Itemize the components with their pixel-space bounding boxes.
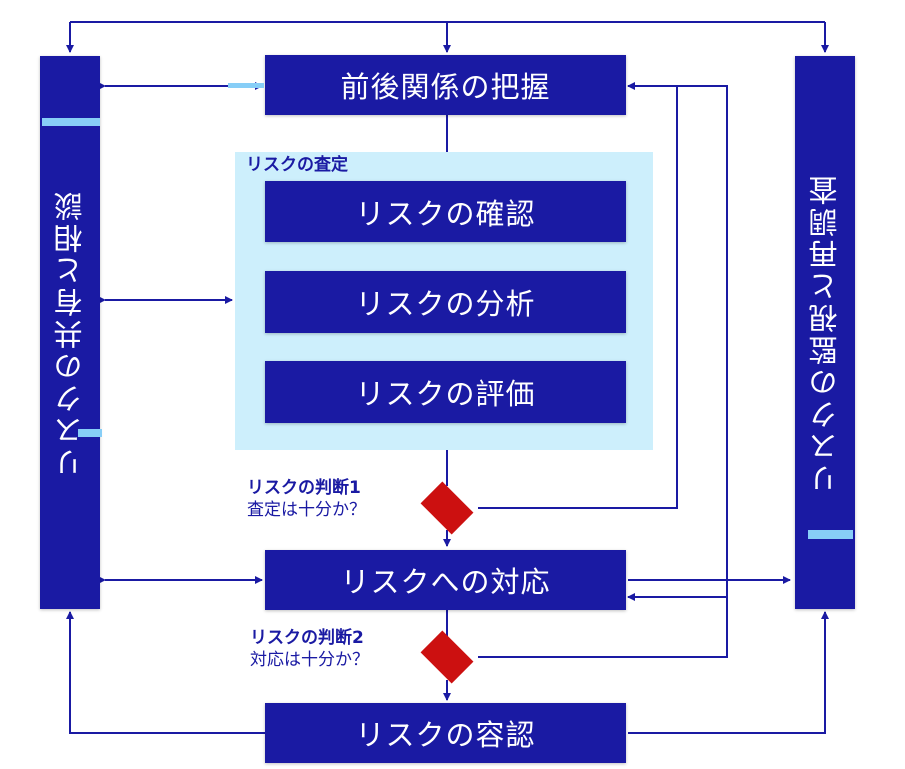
- left-panel-communication: リスクの共有と相談: [40, 56, 100, 609]
- risk-assessment-title: リスクの査定: [246, 155, 348, 175]
- decision1-question: 査定は十分か？: [247, 500, 366, 520]
- right-panel-monitoring: リスクの監視と再調査: [795, 56, 855, 609]
- decision2-label: リスクの判断2 対応は十分か？: [250, 627, 369, 671]
- arrow-decision1-feedback: [478, 82, 678, 509]
- decorative-dash: [42, 118, 100, 126]
- decision1-label: リスクの判断1 査定は十分か？: [247, 477, 366, 521]
- decision2-title: リスクの判断2: [250, 628, 364, 648]
- line-decision2-feedback: [478, 85, 728, 658]
- box-identify: リスクの確認: [265, 181, 626, 242]
- box-treat: リスクへの対応: [265, 550, 626, 610]
- decision1-title: リスクの判断1: [247, 478, 361, 498]
- decorative-dash: [808, 530, 853, 539]
- decorative-dash: [228, 83, 264, 88]
- box-accept: リスクの容認: [265, 703, 626, 763]
- box-context: 前後関係の把握: [265, 55, 626, 115]
- box-evaluate: リスクの評価: [265, 361, 626, 423]
- decision2-question: 対応は十分か？: [250, 650, 369, 670]
- decorative-dash: [78, 429, 102, 437]
- arrow-accept-to-right-panel: [628, 611, 829, 734]
- arrow-accept-to-left-panel: [66, 611, 265, 734]
- right-panel-label: リスクの監視と再調査: [808, 172, 842, 493]
- box-analyze: リスクの分析: [265, 271, 626, 333]
